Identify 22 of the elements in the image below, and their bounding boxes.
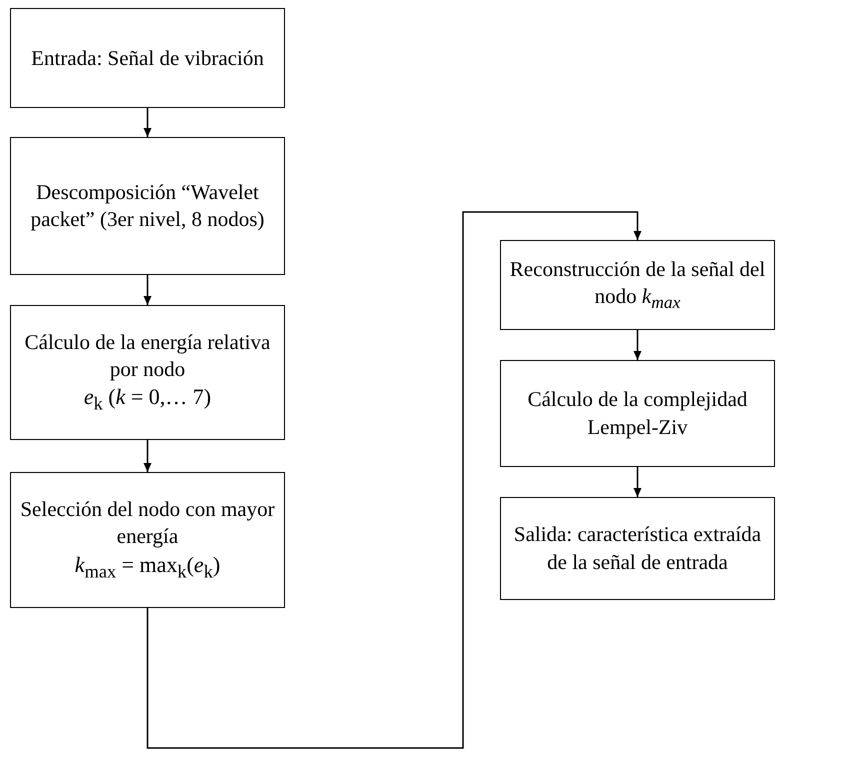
process-box (10, 137, 285, 275)
step-text: Selección del nodo con mayor energía (19, 496, 276, 550)
arrow (144, 275, 152, 305)
step-text: Cálculo de la energía relativa por nodo (24, 328, 272, 383)
process-box (500, 240, 775, 330)
step-text: Reconstrucción de la señal del nodo k$_{max}$ (509, 256, 766, 314)
formula-text: k$_{max}$ = max$_{k}$(e$_{k}$) (74, 550, 220, 584)
formula-text: e$_{k}$ (k = 0,… 7) (84, 383, 212, 416)
step-text: Descomposición “Wavelet packet” (3er nivel, 8 nodos) (30, 178, 266, 233)
step-text: Cálculo de la complejidad Lempel-Ziv (526, 386, 748, 440)
process-box (500, 360, 775, 467)
arrow (146, 211, 642, 749)
arrow (144, 108, 152, 137)
arrow (634, 330, 642, 360)
process-box (500, 497, 775, 600)
process-box (10, 305, 285, 440)
process-box (10, 472, 285, 608)
arrow (144, 440, 152, 472)
step-text: Entrada: Señal de vibración (31, 45, 264, 72)
arrow (634, 467, 642, 497)
step-text: Salida: característica extraída de la señal de entrada (512, 521, 762, 576)
process-box (10, 8, 285, 108)
